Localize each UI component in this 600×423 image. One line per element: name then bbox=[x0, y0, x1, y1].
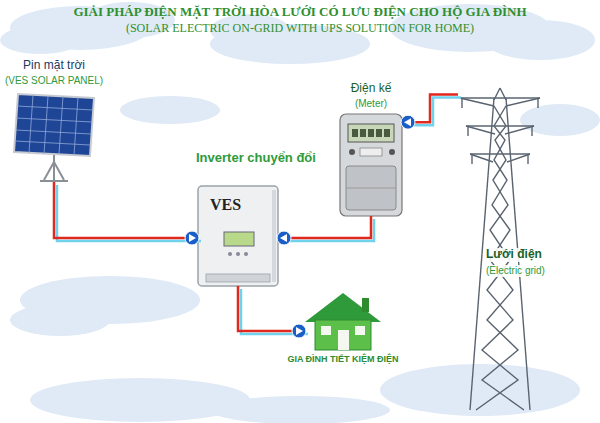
grid-tower-node: Lưới điện(Electric grid) bbox=[458, 88, 542, 412]
connector bbox=[278, 216, 371, 238]
diagram-title: GIẢI PHÁP ĐIỆN MẶT TRỜI HÒA LƯỚI CÓ LƯU … bbox=[73, 5, 526, 20]
connector bbox=[54, 182, 198, 238]
solar-panel bbox=[14, 94, 94, 181]
house-node: GIA ĐÌNH TIẾT KIỆM ĐIỆN bbox=[305, 292, 381, 352]
node-subheading: (VES SOLAR PANEL) bbox=[5, 75, 103, 87]
node-heading: Pin mặt trời bbox=[23, 59, 85, 73]
solar-panel-node: Pin mặt trời(VES SOLAR PANEL) bbox=[14, 92, 94, 182]
subtitle: (SOLAR ELECTRIC ON-GRID WITH UPS SOLUTIO… bbox=[126, 22, 474, 36]
connector-wire bbox=[241, 289, 308, 334]
brand-logo: VES bbox=[210, 196, 241, 214]
node-caption: GIA ĐÌNH TIẾT KIỆM ĐIỆN bbox=[287, 354, 398, 364]
node-heading: Điện kế bbox=[351, 82, 392, 96]
node-subheading: (Electric grid) bbox=[484, 265, 547, 277]
house-icon bbox=[305, 293, 381, 350]
electric-meter bbox=[340, 114, 402, 216]
meter-node: Điện kế(Meter) bbox=[340, 114, 402, 216]
node-heading: Inverter chuyển đổi bbox=[196, 151, 316, 166]
inverter-unit bbox=[198, 186, 278, 286]
node-heading: Lưới điện bbox=[484, 248, 544, 262]
connector bbox=[402, 94, 458, 122]
inverter-node: Inverter chuyển đổiVES bbox=[198, 186, 278, 286]
connector bbox=[238, 286, 305, 331]
node-subheading: (Meter) bbox=[355, 98, 387, 110]
connector-wire bbox=[57, 185, 201, 241]
